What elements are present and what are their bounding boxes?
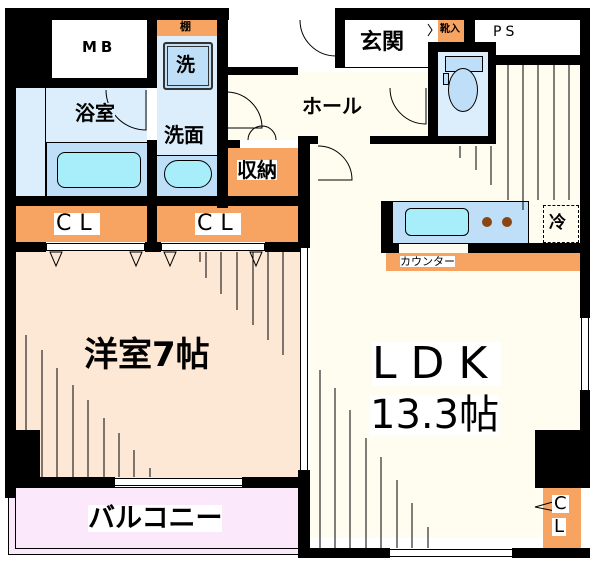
closet-3-label-bottom: L — [552, 516, 567, 537]
wall-bath-wash — [147, 140, 157, 208]
wall-closet-bottom-right — [265, 242, 305, 252]
wall-ps-bottom — [496, 55, 590, 65]
bathroom-tub — [57, 152, 141, 188]
wall-top-entrance — [335, 8, 590, 20]
wall-western-right-top — [298, 136, 310, 248]
hall-label: ホール — [302, 94, 362, 118]
wall-wash-right — [217, 8, 228, 208]
wall-bottom-ldk-left — [298, 548, 390, 558]
wall-top-left — [5, 8, 229, 20]
bathroom-divider — [45, 88, 46, 196]
closet-3-label-top: C — [552, 493, 569, 514]
mb-label: MB — [82, 38, 117, 56]
wall-left — [5, 8, 16, 498]
wall-closet-divider — [147, 206, 157, 248]
wall-kitchen-bottom-left — [381, 243, 399, 253]
wall-right-lower — [580, 390, 590, 430]
stove-burner-2 — [502, 217, 512, 227]
ps-label: PS — [493, 24, 519, 40]
shoe-cabinet-label: 靴入 — [440, 24, 460, 35]
wall-hall-top — [228, 67, 298, 75]
bathroom-label: 浴室 — [75, 101, 115, 125]
wall-kitchen-bottom — [468, 243, 580, 253]
shelf-box — [157, 18, 217, 36]
wall-toilet-right — [488, 42, 496, 144]
wall-mb-left — [16, 8, 52, 88]
wall-western-bottom-right — [242, 477, 308, 487]
wall-western-bottom-left — [5, 477, 115, 487]
shelf-label: 棚 — [180, 20, 191, 33]
wall-mb-right — [147, 8, 157, 88]
washroom-label: 洗面 — [164, 123, 204, 147]
wall-hall-bottom — [298, 136, 318, 144]
fridge-space — [543, 205, 579, 243]
closet-door-1 — [46, 243, 145, 251]
wall-closet-top — [5, 196, 310, 206]
stove-burner-1 — [482, 217, 492, 227]
wall-hall-bottom-2 — [370, 136, 495, 144]
washer-box — [163, 42, 213, 90]
toilet-bowl — [448, 68, 478, 112]
wall-storage-top — [228, 140, 240, 148]
wall-shoe-right — [464, 8, 475, 52]
wall-bottom-ldk-right — [512, 548, 590, 558]
counter-label: カウンター — [400, 255, 455, 268]
wall-toilet-top — [428, 42, 496, 52]
shoe-cabinet-box — [438, 20, 464, 42]
balcony-inner-line — [15, 487, 301, 549]
washroom-sink — [164, 160, 212, 188]
window-ldk-right — [581, 318, 589, 390]
wall-mb-bottom — [16, 78, 147, 88]
ldk-label: LDK — [372, 338, 502, 389]
wall-toilet-left — [428, 42, 438, 137]
toilet-paper — [443, 73, 449, 85]
wall-closet-bottom-mid — [145, 242, 161, 252]
storage-label: 収納 — [237, 158, 277, 182]
ldk-size-label: 13.3帖 — [370, 392, 500, 438]
balcony-label: バルコニー — [88, 503, 223, 534]
wall-balcony-right — [298, 470, 310, 558]
wall-entrance-left — [335, 8, 345, 68]
washer-label: 洗 — [176, 54, 196, 76]
kitchen-sink — [405, 208, 469, 236]
closet-2-label: CL — [195, 211, 241, 236]
closet-door-2 — [161, 243, 265, 251]
western-room-label: 洋室7帖 — [84, 335, 210, 375]
window-western-right — [300, 248, 308, 470]
closet-1-label: CL — [54, 211, 100, 236]
wall-right — [580, 8, 590, 318]
wall-closet-bottom-left — [16, 242, 46, 252]
wall-right-pillar — [535, 430, 590, 488]
window-western-bottom — [115, 478, 242, 486]
window-ldk-bottom — [390, 549, 512, 557]
entrance-label: 玄関 — [360, 30, 405, 55]
wall-kitchen-left — [381, 201, 392, 253]
fridge-label: 冷 — [549, 213, 566, 233]
